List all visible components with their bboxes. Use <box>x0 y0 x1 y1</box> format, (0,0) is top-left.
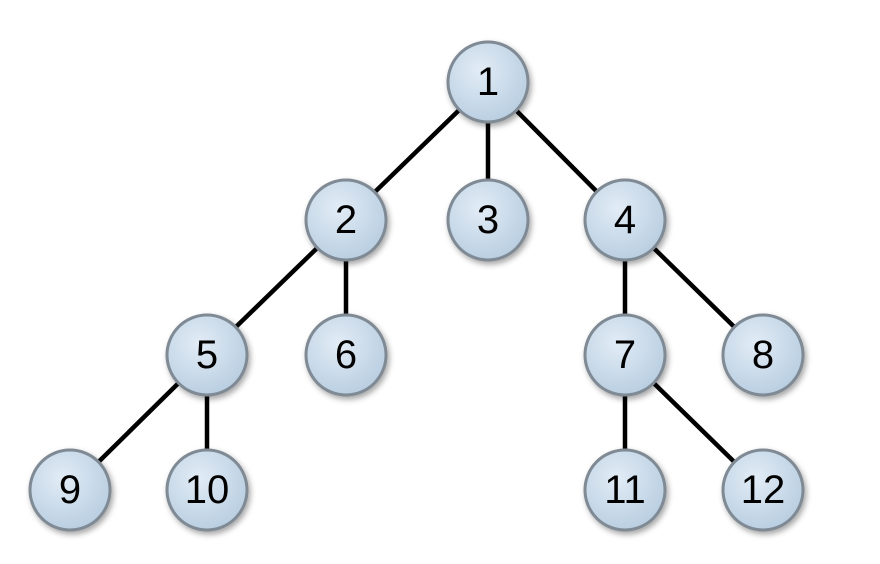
node-12: 12 <box>721 448 805 532</box>
node-9: 9 <box>28 448 112 532</box>
node-label: 2 <box>335 198 357 242</box>
node-4: 4 <box>583 178 667 262</box>
node-1: 1 <box>446 40 530 124</box>
node-circle <box>721 448 805 532</box>
node-11: 11 <box>583 448 667 532</box>
tree-edges <box>67 79 766 493</box>
node-label: 7 <box>614 333 636 377</box>
node-8: 8 <box>721 313 805 397</box>
node-label: 12 <box>741 468 786 512</box>
node-circle <box>304 313 388 397</box>
node-circle <box>583 448 667 532</box>
node-circle <box>28 448 112 532</box>
node-circle <box>721 313 805 397</box>
node-circle <box>446 40 530 124</box>
node-circle <box>446 178 530 262</box>
node-circle <box>583 313 667 397</box>
node-7: 7 <box>583 313 667 397</box>
node-10: 10 <box>165 448 249 532</box>
node-label: 6 <box>335 333 357 377</box>
node-label: 4 <box>614 198 636 242</box>
node-label: 1 <box>477 60 499 104</box>
node-circle <box>165 448 249 532</box>
node-2: 2 <box>304 178 388 262</box>
node-5: 5 <box>165 313 249 397</box>
node-label: 10 <box>185 468 230 512</box>
node-label: 5 <box>196 333 218 377</box>
node-3: 3 <box>446 178 530 262</box>
node-6: 6 <box>304 313 388 397</box>
node-label: 3 <box>477 198 499 242</box>
node-circle <box>304 178 388 262</box>
node-label: 8 <box>752 333 774 377</box>
node-circle <box>583 178 667 262</box>
node-circle <box>165 313 249 397</box>
node-label: 9 <box>59 468 81 512</box>
node-label: 11 <box>604 468 646 512</box>
